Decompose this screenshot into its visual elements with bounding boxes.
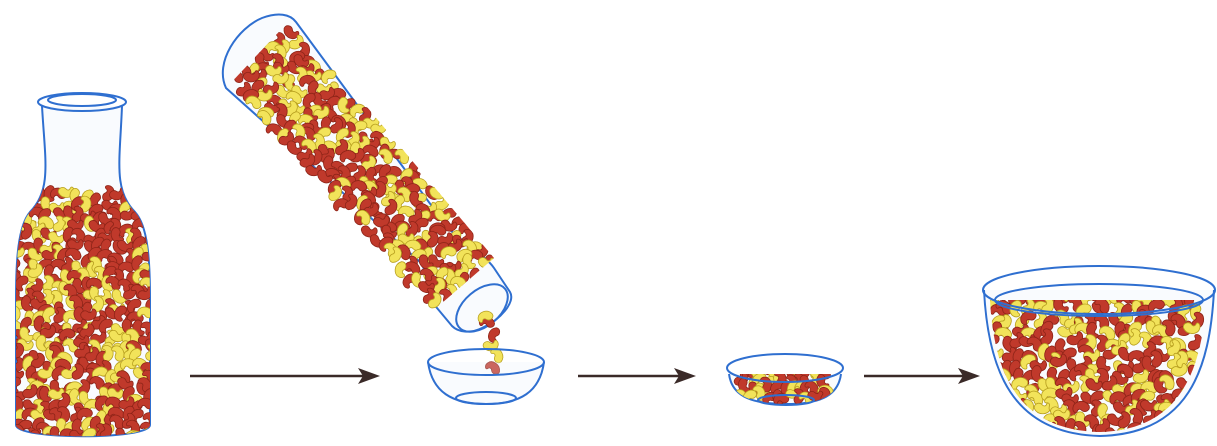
- arrow-1: [190, 368, 380, 384]
- red-bean: [1001, 422, 1021, 441]
- red-bean: [997, 400, 1015, 414]
- yellow-bean: [1039, 269, 1057, 283]
- red-bean: [141, 198, 158, 217]
- red-bean: [1007, 422, 1026, 438]
- red-bean: [487, 327, 500, 344]
- yellow-bean: [129, 185, 147, 204]
- large-bowl-full: [981, 262, 1215, 444]
- red-bean: [12, 189, 24, 205]
- small-bowl-filling: [428, 349, 544, 404]
- red-bean: [994, 388, 1006, 405]
- yellow-bean: [1086, 271, 1099, 289]
- yellow-bean: [988, 424, 1008, 444]
- red-bean: [984, 406, 1004, 423]
- red-bean: [136, 186, 155, 204]
- arrow-2: [578, 368, 696, 384]
- red-bean: [1153, 273, 1168, 292]
- yellow-bean: [1180, 400, 1200, 419]
- red-bean: [1175, 267, 1195, 286]
- yellow-bean: [395, 262, 406, 278]
- full-bottle: [5, 93, 162, 446]
- yellow-bean: [981, 267, 1001, 287]
- red-bean: [1183, 416, 1203, 436]
- yellow-bean: [1188, 409, 1206, 429]
- yellow-bean: [140, 206, 157, 225]
- yellow-bean: [999, 269, 1015, 288]
- pouring-bottle: [223, 15, 517, 376]
- yellow-bean: [990, 398, 1009, 413]
- small-bowl-filled: [727, 354, 843, 407]
- red-bean: [1173, 420, 1185, 437]
- bottle-beans: [5, 185, 162, 446]
- yellow-bean: [8, 246, 24, 257]
- yellow-bean: [1154, 423, 1173, 439]
- red-bean: [1163, 422, 1178, 441]
- red-bean: [1005, 407, 1025, 426]
- arrow-3: [864, 368, 980, 384]
- yellow-bean: [5, 195, 23, 214]
- yellow-bean: [1177, 414, 1195, 434]
- red-bean: [1163, 274, 1180, 285]
- red-bean: [19, 186, 38, 205]
- red-bean: [1025, 422, 1043, 435]
- bottle-rim-inner: [48, 94, 116, 106]
- yellow-bean: [1146, 273, 1164, 287]
- red-bean: [8, 206, 25, 219]
- yellow-bean: [1002, 406, 1018, 425]
- small-bowl-body: [428, 362, 544, 404]
- red-bean: [404, 261, 422, 275]
